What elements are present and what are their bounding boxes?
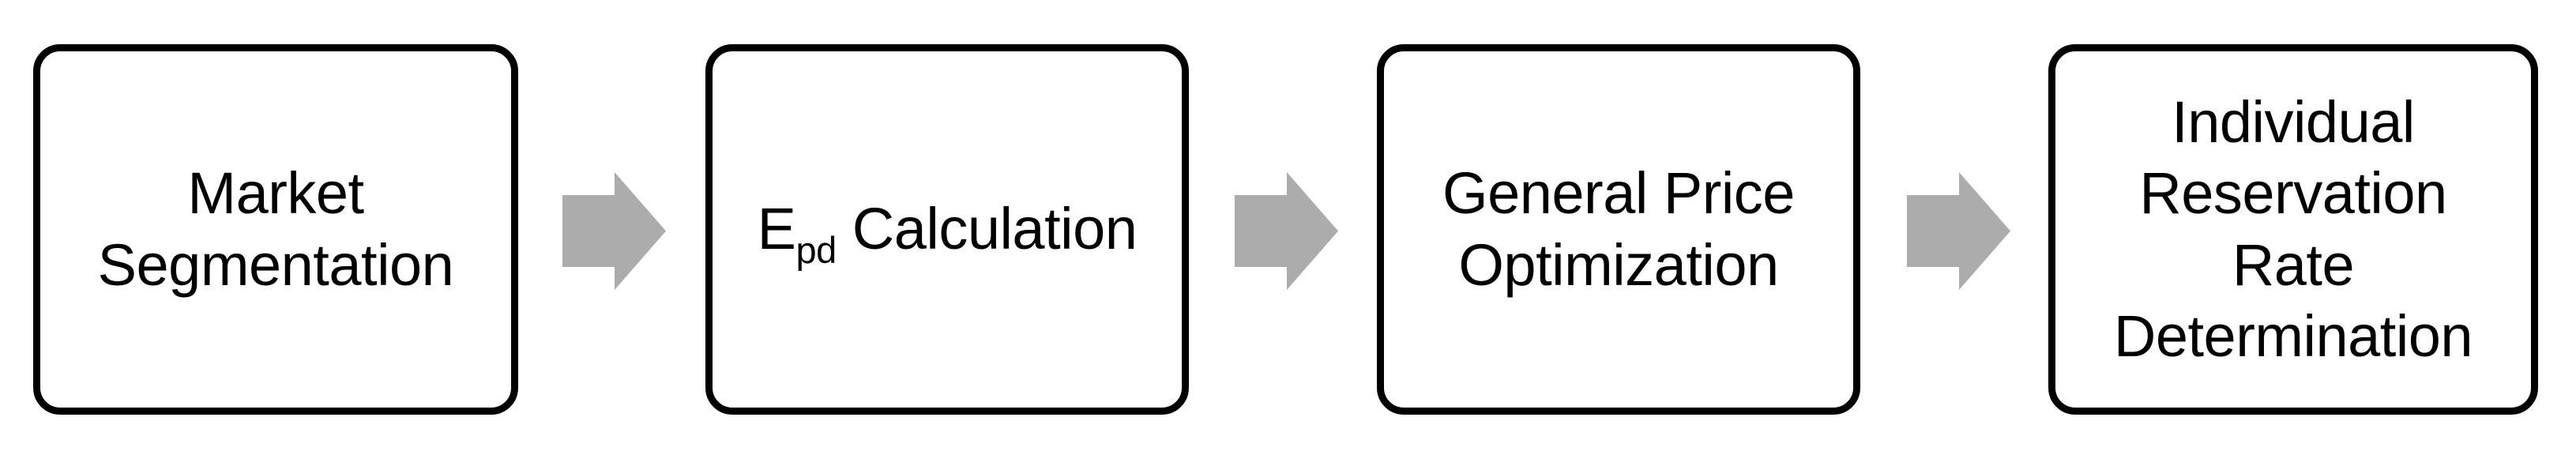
process-step-label: Epd Calculation [746,194,1149,271]
arrow-right-block-icon [562,172,666,290]
process-step-market-segmentation[interactable]: Market Segmentation [33,44,518,415]
epd-subscript-text: pd [795,229,837,272]
epd-trailing-text: Calculation [836,196,1138,262]
arrow-right-block-icon [1907,172,2010,290]
process-step-label: Individual Reservation Rate Determinatio… [2113,88,2473,369]
arrow-right-block-icon [1235,172,1338,290]
process-step-individual-reservation-rate-determination[interactable]: Individual Reservation Rate Determinatio… [2048,44,2538,415]
process-step-label: General Price Optimization [1442,160,1795,298]
process-step-general-price-optimization[interactable]: General Price Optimization [1377,44,1860,415]
epd-base-text: E [757,196,796,262]
process-step-epd-calculation[interactable]: Epd Calculation [705,44,1189,415]
process-step-label: Market Segmentation [97,160,454,298]
